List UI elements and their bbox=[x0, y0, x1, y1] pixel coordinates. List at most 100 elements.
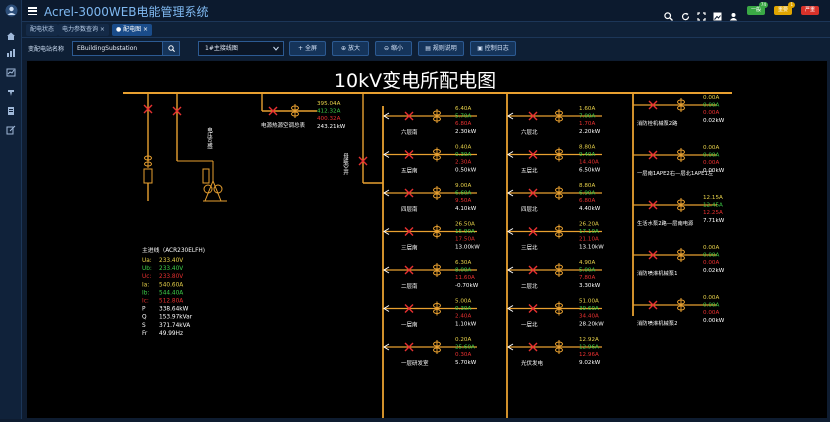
reading-phase-c: 0.00A bbox=[703, 310, 719, 316]
tab-distribution-diagram[interactable]: ● 配电图 × bbox=[112, 24, 153, 36]
alarm-count-general: 74 bbox=[758, 2, 768, 8]
main-meter-key: Ia: bbox=[142, 282, 149, 288]
reading-phase-b: 412.32A bbox=[317, 109, 341, 115]
arrow-icon bbox=[507, 189, 514, 197]
alarm-badge-general[interactable]: 一般 74 bbox=[747, 2, 768, 15]
feeder-label: 一层南 bbox=[401, 321, 418, 329]
reading-phase-b: 39.60A bbox=[579, 306, 599, 312]
breaker-symbol bbox=[528, 150, 538, 159]
reading-phase-b: 0.00A bbox=[703, 253, 719, 259]
reading-phase-c: 34.40A bbox=[579, 314, 599, 320]
reading-phase-a: 0.20A bbox=[455, 337, 471, 343]
arrow-icon bbox=[383, 228, 390, 235]
current-transformer-symbol bbox=[555, 340, 563, 354]
tab-power-params[interactable]: 电力参数查询 × bbox=[58, 24, 109, 36]
fullscreen-button[interactable]: + 全屏 bbox=[289, 41, 326, 56]
current-transformer-symbol bbox=[677, 148, 685, 162]
arrow-icon bbox=[507, 151, 514, 158]
control-log-button[interactable]: ▣ 控制日志 bbox=[470, 41, 516, 56]
diagram-select-value: 1#主接线图 bbox=[205, 45, 238, 52]
reading-phase-b: 15.90A bbox=[455, 229, 475, 235]
reading-phase-b: 0.30A bbox=[455, 152, 471, 158]
breaker-symbol bbox=[404, 342, 414, 352]
current-transformer-symbol bbox=[677, 198, 685, 212]
bar-chart-icon[interactable] bbox=[4, 47, 18, 59]
pt-label: 电压互感 bbox=[206, 126, 213, 150]
user-icon[interactable] bbox=[729, 6, 738, 25]
reading-power: 13.10kW bbox=[579, 244, 604, 250]
reading-phase-c: 9.50A bbox=[455, 198, 471, 204]
breaker-symbol bbox=[528, 304, 538, 313]
current-transformer-symbol bbox=[555, 109, 563, 123]
search-button[interactable] bbox=[162, 41, 180, 56]
current-transformer-symbol bbox=[433, 301, 441, 316]
breaker-symbol bbox=[404, 111, 414, 121]
reading-phase-a: 1.60A bbox=[579, 106, 595, 112]
document-icon[interactable] bbox=[4, 105, 18, 117]
feeder-label: 二层南 bbox=[401, 282, 418, 290]
breaker-symbol bbox=[528, 342, 538, 352]
feeder-label: 光伏发电 bbox=[521, 359, 544, 367]
reading-phase-c: 0.00A bbox=[703, 160, 719, 166]
column-chart-icon[interactable] bbox=[4, 66, 18, 78]
reading-phase-a: 0.00A bbox=[703, 295, 719, 301]
rules-button[interactable]: ▤ 规则说明 bbox=[418, 41, 464, 56]
reading-power: 0.02kW bbox=[703, 268, 725, 274]
main-meter-title: 主进线（ACR230ELFH) bbox=[142, 246, 205, 254]
alarm-badge-severe[interactable]: 严重 bbox=[801, 6, 819, 15]
arrow-icon bbox=[383, 151, 390, 158]
reading-power: 3.30kW bbox=[579, 283, 601, 289]
zoom-in-icon: ⊕ bbox=[341, 45, 348, 52]
alarm-badge-important[interactable]: 重要 1 bbox=[774, 2, 795, 15]
plus-icon: + bbox=[298, 45, 305, 52]
current-transformer-symbol bbox=[144, 154, 152, 168]
reading-phase-c: 2.40A bbox=[455, 314, 471, 320]
breaker-symbol bbox=[528, 227, 538, 236]
reading-phase-c: 11.60A bbox=[455, 275, 475, 281]
reading-phase-a: 12.15A bbox=[703, 195, 723, 201]
menu-icon[interactable] bbox=[28, 7, 37, 16]
arrow-icon bbox=[383, 343, 390, 351]
sidebar bbox=[0, 0, 22, 419]
zoom-out-button[interactable]: ⊖ 缩小 bbox=[375, 41, 412, 56]
reading-power: 0.50kW bbox=[455, 167, 477, 173]
single-line-diagram: 10kV变电所配电图 电压互感电源热源空调总表395.04A412.32A400… bbox=[123, 70, 732, 418]
station-input[interactable]: EBuildingSubstation bbox=[72, 41, 180, 56]
reading-phase-a: 395.04A bbox=[317, 101, 341, 107]
breaker-symbol bbox=[172, 106, 182, 116]
reading-phase-c: 400.32A bbox=[317, 116, 341, 122]
app-title: Acrel-3000WEB电能管理系统 bbox=[44, 5, 209, 19]
breaker-symbol bbox=[143, 104, 153, 114]
avatar-icon[interactable] bbox=[4, 4, 18, 16]
home-icon[interactable] bbox=[4, 30, 18, 42]
current-transformer-symbol bbox=[555, 263, 563, 277]
diagram-select[interactable]: 1#主接线图 bbox=[198, 41, 284, 56]
reading-power: 0.00kW bbox=[703, 318, 725, 324]
reading-phase-b: 5.00A bbox=[579, 268, 595, 274]
current-transformer-symbol bbox=[291, 104, 299, 118]
refresh-icon[interactable] bbox=[681, 6, 690, 25]
feeder-label: 消防栓机械泵2路 bbox=[637, 119, 678, 127]
feeder-label: 四层北 bbox=[521, 205, 538, 213]
feeder-label: 生活水泵2路—层南电源 bbox=[637, 219, 694, 227]
reading-phase-b: 6.60A bbox=[455, 191, 471, 197]
main-meter-key: P bbox=[142, 307, 146, 313]
search-icon[interactable] bbox=[664, 6, 673, 25]
main-meter-key: Ub: bbox=[142, 266, 152, 272]
feeder-label: 五层南 bbox=[401, 167, 418, 175]
reading-phase-b: 12.96A bbox=[579, 345, 599, 351]
map-pin-icon[interactable] bbox=[4, 86, 18, 98]
fullscreen-icon[interactable] bbox=[697, 6, 706, 25]
edit-icon[interactable] bbox=[4, 124, 18, 136]
breaker-symbol bbox=[648, 200, 658, 210]
breaker-symbol bbox=[648, 250, 658, 260]
alarm-count-important: 1 bbox=[788, 2, 795, 8]
reading-phase-a: 6.30A bbox=[455, 260, 471, 266]
current-transformer-symbol bbox=[555, 147, 563, 162]
app-header: Acrel-3000WEB电能管理系统 一般 74 重要 1 严重 bbox=[22, 0, 830, 22]
reading-phase-a: 0.40A bbox=[455, 145, 471, 151]
zoom-in-button[interactable]: ⊕ 放大 bbox=[332, 41, 369, 56]
tab-distribution-status[interactable]: 配电状态 bbox=[26, 24, 59, 36]
breaker-symbol bbox=[404, 304, 414, 313]
image-icon[interactable] bbox=[713, 6, 722, 25]
